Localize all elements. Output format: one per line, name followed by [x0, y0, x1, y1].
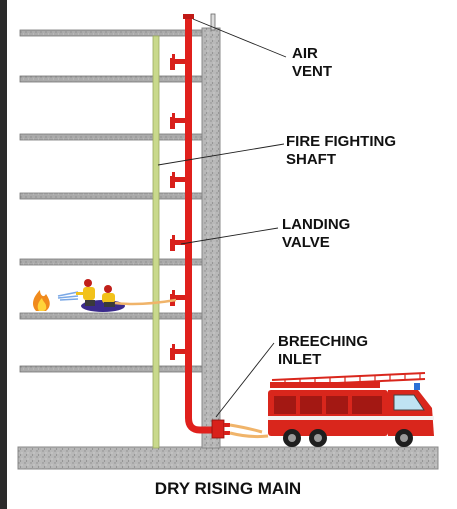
floor-slab [19, 312, 203, 320]
floor-slab [19, 258, 203, 266]
floor-slab [19, 192, 203, 200]
leader-fire-fighting-shaft [157, 143, 285, 166]
air-vent-stub [210, 13, 216, 31]
floor-slab [19, 75, 203, 83]
floor-slab [19, 29, 203, 37]
fire-fighting-shaft-line [152, 35, 160, 449]
landing-valve [170, 54, 185, 70]
breeching-inlet-label: BREECHING INLET [278, 333, 372, 368]
landing-valve-label: LANDING VALVE [282, 216, 355, 251]
landing-valve [170, 344, 185, 360]
hose-upper [114, 298, 177, 306]
hose-lower [229, 423, 269, 439]
landing-valve [170, 235, 185, 251]
diagram-title: DRY RISING MAIN [155, 479, 301, 498]
landing-valve [170, 290, 185, 306]
flame-icon [33, 290, 50, 311]
firefighter-figure [76, 279, 115, 307]
leader-lines [157, 18, 287, 418]
floor-slab [19, 133, 203, 141]
leader-air-vent [192, 18, 287, 58]
water-spray [57, 291, 79, 301]
firefighter-scene [33, 279, 177, 312]
floor-slabs [19, 29, 203, 373]
fire-truck [229, 372, 434, 447]
floor-slab [19, 365, 203, 373]
landing-valve [170, 172, 185, 188]
ground-slab [17, 446, 439, 470]
landing-valve [170, 113, 185, 129]
breeching-inlet [211, 419, 230, 439]
fire-fighting-shaft-label: FIRE FIGHTING SHAFT [286, 133, 400, 168]
leader-breeching-inlet [215, 342, 275, 418]
leader-landing-valve [180, 227, 279, 245]
riser-pipe [183, 14, 214, 434]
air-vent-label: AIR VENT [292, 45, 332, 80]
